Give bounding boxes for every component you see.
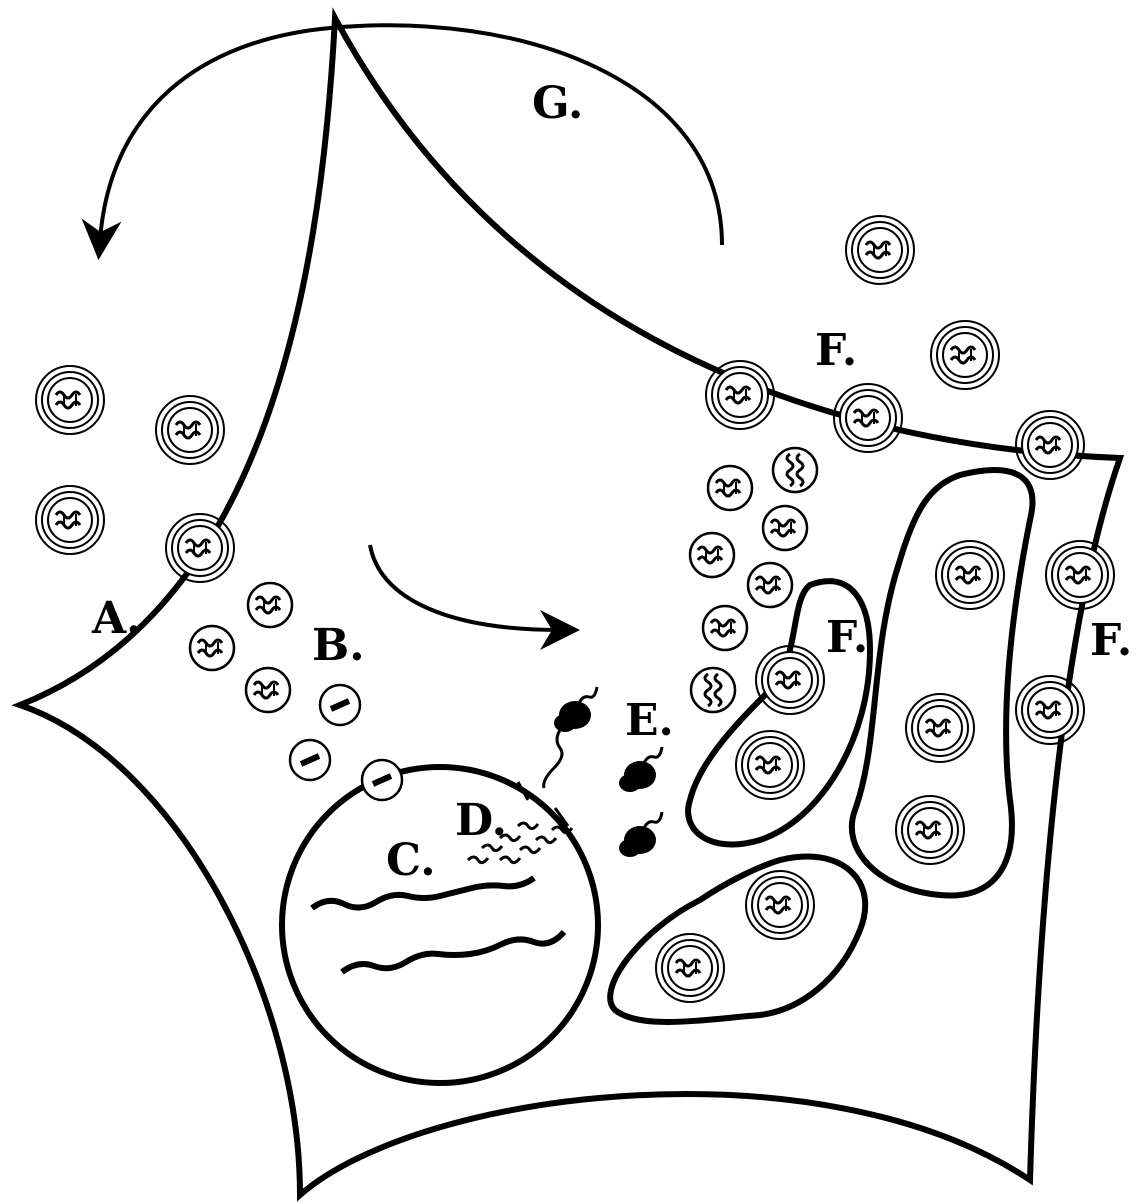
label-f-right: F.	[1090, 615, 1132, 666]
nucleus	[282, 767, 598, 1083]
step-labels: A. B. C. D. E. F. F. F. G.	[91, 78, 1132, 886]
free-virions-right	[846, 216, 999, 389]
label-f-middle: F.	[826, 612, 868, 663]
compartment-virions	[656, 541, 1004, 1002]
label-d: D.	[455, 795, 507, 846]
uncoated-capsids	[190, 583, 402, 800]
trafficking-arrow	[370, 545, 560, 630]
label-c: C.	[386, 835, 436, 886]
attaching-virion	[166, 514, 234, 582]
label-b: B.	[312, 620, 365, 671]
label-a: A.	[91, 593, 141, 644]
budding-virions	[706, 361, 1114, 744]
label-e: E.	[625, 695, 674, 746]
label-g: G.	[532, 78, 583, 129]
label-f-top: F.	[815, 325, 857, 376]
